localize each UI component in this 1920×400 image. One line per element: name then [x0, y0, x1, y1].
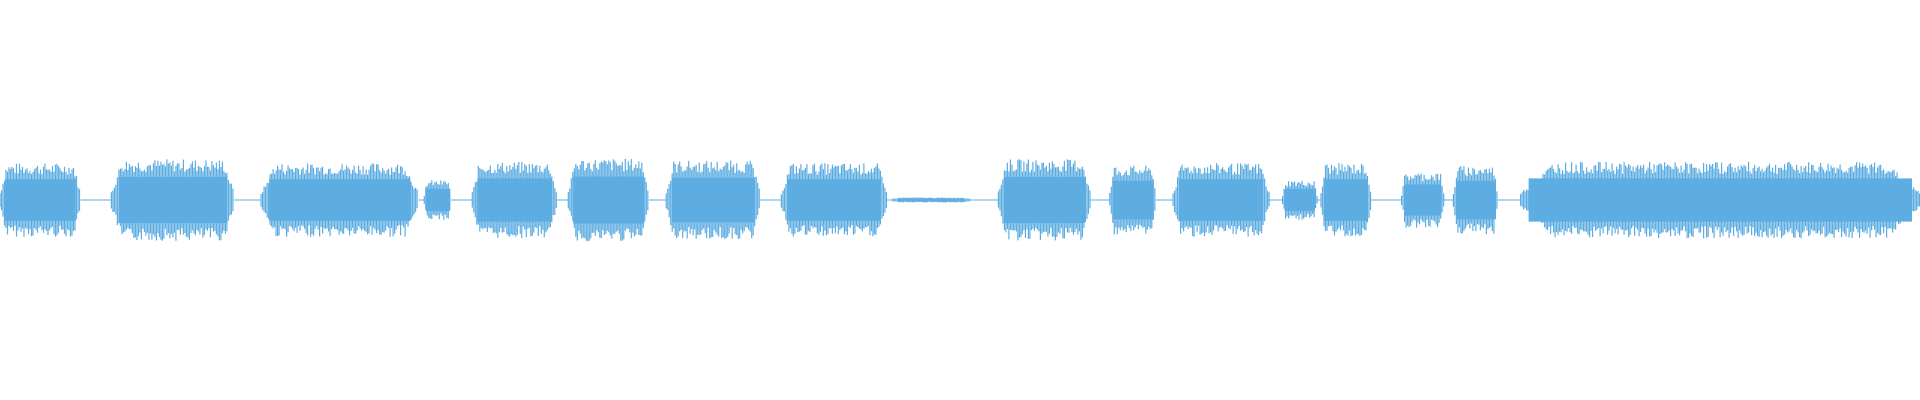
- waveform-segment-body: [1003, 176, 1085, 223]
- waveform-segment-body: [787, 179, 881, 221]
- waveform-segment-body: [477, 178, 552, 222]
- waveform-segment-body: [1404, 184, 1442, 216]
- waveform-segment-body: [1112, 180, 1154, 220]
- waveform-segment-body: [425, 188, 450, 212]
- waveform-segment-body: [4, 179, 76, 221]
- waveform-segment-body: [1178, 179, 1264, 221]
- waveform-segment-body: [1528, 178, 1912, 222]
- waveform-segment-body: [118, 176, 227, 223]
- waveform-segment-body: [897, 198, 965, 202]
- waveform-segment-body: [573, 176, 645, 224]
- waveform-segment-body: [1284, 188, 1315, 212]
- waveform-segment-body: [269, 179, 411, 221]
- waveform-segment-body: [1456, 180, 1495, 220]
- waveform-bars: [0, 158, 1920, 242]
- waveform-segment-body: [1324, 179, 1368, 221]
- waveform-segment-body: [671, 177, 755, 223]
